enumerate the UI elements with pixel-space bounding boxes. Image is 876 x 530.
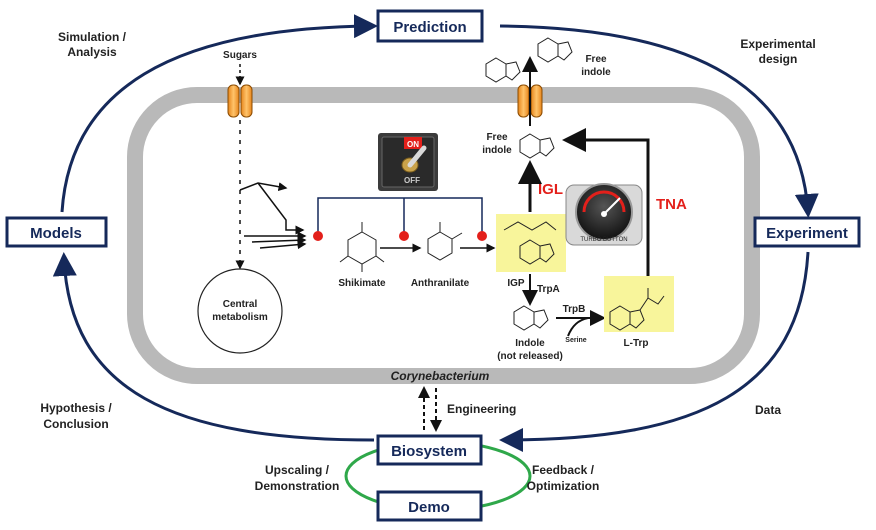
switch-on-label: ON	[407, 140, 419, 149]
upscaling-label-1: Upscaling /	[265, 463, 330, 477]
experiment-box[interactable]: Experiment	[753, 216, 861, 248]
shikimate-label: Shikimate	[338, 278, 386, 289]
demo-box[interactable]: Demo	[376, 490, 483, 522]
inhibition-dot-3	[477, 231, 487, 241]
arrow-models-to-prediction	[60, 14, 378, 213]
free-indole-outer-structure	[485, 37, 573, 83]
indole-label-1: Indole	[515, 338, 545, 349]
free-indole-outer-label-1: Free	[585, 54, 607, 65]
serine-curve	[567, 317, 589, 337]
central-metabolism-label-1: Central	[223, 299, 258, 310]
prediction-label: Prediction	[393, 19, 466, 36]
turbo-button-icon[interactable]: TURBO BUTTON	[565, 183, 643, 246]
simulation-label-1: Simulation /	[58, 30, 127, 44]
igp-structure	[503, 221, 557, 265]
central-metabolism-label-2: metabolism	[212, 312, 268, 323]
feedback-label-1: Feedback /	[532, 463, 595, 477]
indole-channel	[517, 84, 543, 118]
prediction-box[interactable]: Prediction	[376, 9, 484, 43]
ltrp-highlight	[604, 276, 674, 332]
igp-label: IGP	[507, 278, 525, 289]
demo-label: Demo	[408, 499, 450, 516]
igl-label: IGL	[538, 181, 563, 198]
sugar-channel	[227, 84, 253, 118]
arrow-tna	[562, 128, 650, 276]
trpb-label: TrpB	[563, 304, 586, 315]
tna-label: TNA	[656, 196, 687, 213]
inhibition-dot-2	[399, 231, 409, 241]
biosystem-box[interactable]: Biosystem	[376, 434, 483, 466]
turbo-label: TURBO BUTTON	[580, 237, 627, 243]
arrow-experiment-to-biosystem	[499, 251, 810, 452]
on-off-switch-icon[interactable]: ON OFF	[378, 133, 438, 191]
models-label: Models	[30, 225, 82, 242]
biosystem-label: Biosystem	[391, 443, 467, 460]
ltrp-structure	[609, 288, 665, 331]
free-indole-inner-structure	[519, 133, 555, 159]
shikimate-structure	[339, 222, 385, 272]
serine-label: Serine	[565, 337, 587, 344]
arrow-prediction-to-experiment	[499, 24, 819, 218]
simulation-label-2: Analysis	[67, 45, 117, 59]
sugar-flux-arrows	[235, 64, 307, 270]
switch-off-label: OFF	[404, 176, 420, 185]
switch-regulation-lines	[317, 197, 483, 234]
data-label: Data	[755, 403, 781, 417]
igp-highlight	[496, 214, 566, 272]
experimental-label-2: design	[759, 52, 798, 66]
anthranilate-label: Anthranilate	[411, 278, 470, 289]
sugars-label: Sugars	[223, 50, 257, 61]
engineering-label: Engineering	[447, 402, 516, 416]
indole-label-2: (not released)	[497, 351, 563, 362]
ltrp-label: L-Trp	[624, 338, 649, 349]
indole-inner-structure	[513, 305, 549, 331]
cell-membrane	[127, 87, 760, 384]
free-indole-inner-label-2: indole	[482, 145, 512, 156]
feedback-label-2: Optimization	[527, 479, 600, 493]
trpa-label: TrpA	[537, 284, 560, 295]
hypothesis-label-2: Conclusion	[43, 417, 108, 431]
central-metabolism-node	[197, 268, 283, 354]
experiment-label: Experiment	[766, 225, 848, 242]
upscaling-label-2: Demonstration	[255, 479, 340, 493]
experimental-label-1: Experimental	[740, 37, 815, 51]
models-box[interactable]: Models	[5, 216, 108, 248]
inhibition-dot-1	[313, 231, 323, 241]
anthranilate-structure	[427, 222, 463, 261]
organism-label: Corynebacterium	[391, 369, 490, 383]
hypothesis-label-1: Hypothesis /	[40, 401, 112, 415]
arrow-biosystem-to-models	[52, 252, 375, 442]
free-indole-outer-label-2: indole	[581, 67, 611, 78]
free-indole-inner-label-1: Free	[486, 132, 508, 143]
